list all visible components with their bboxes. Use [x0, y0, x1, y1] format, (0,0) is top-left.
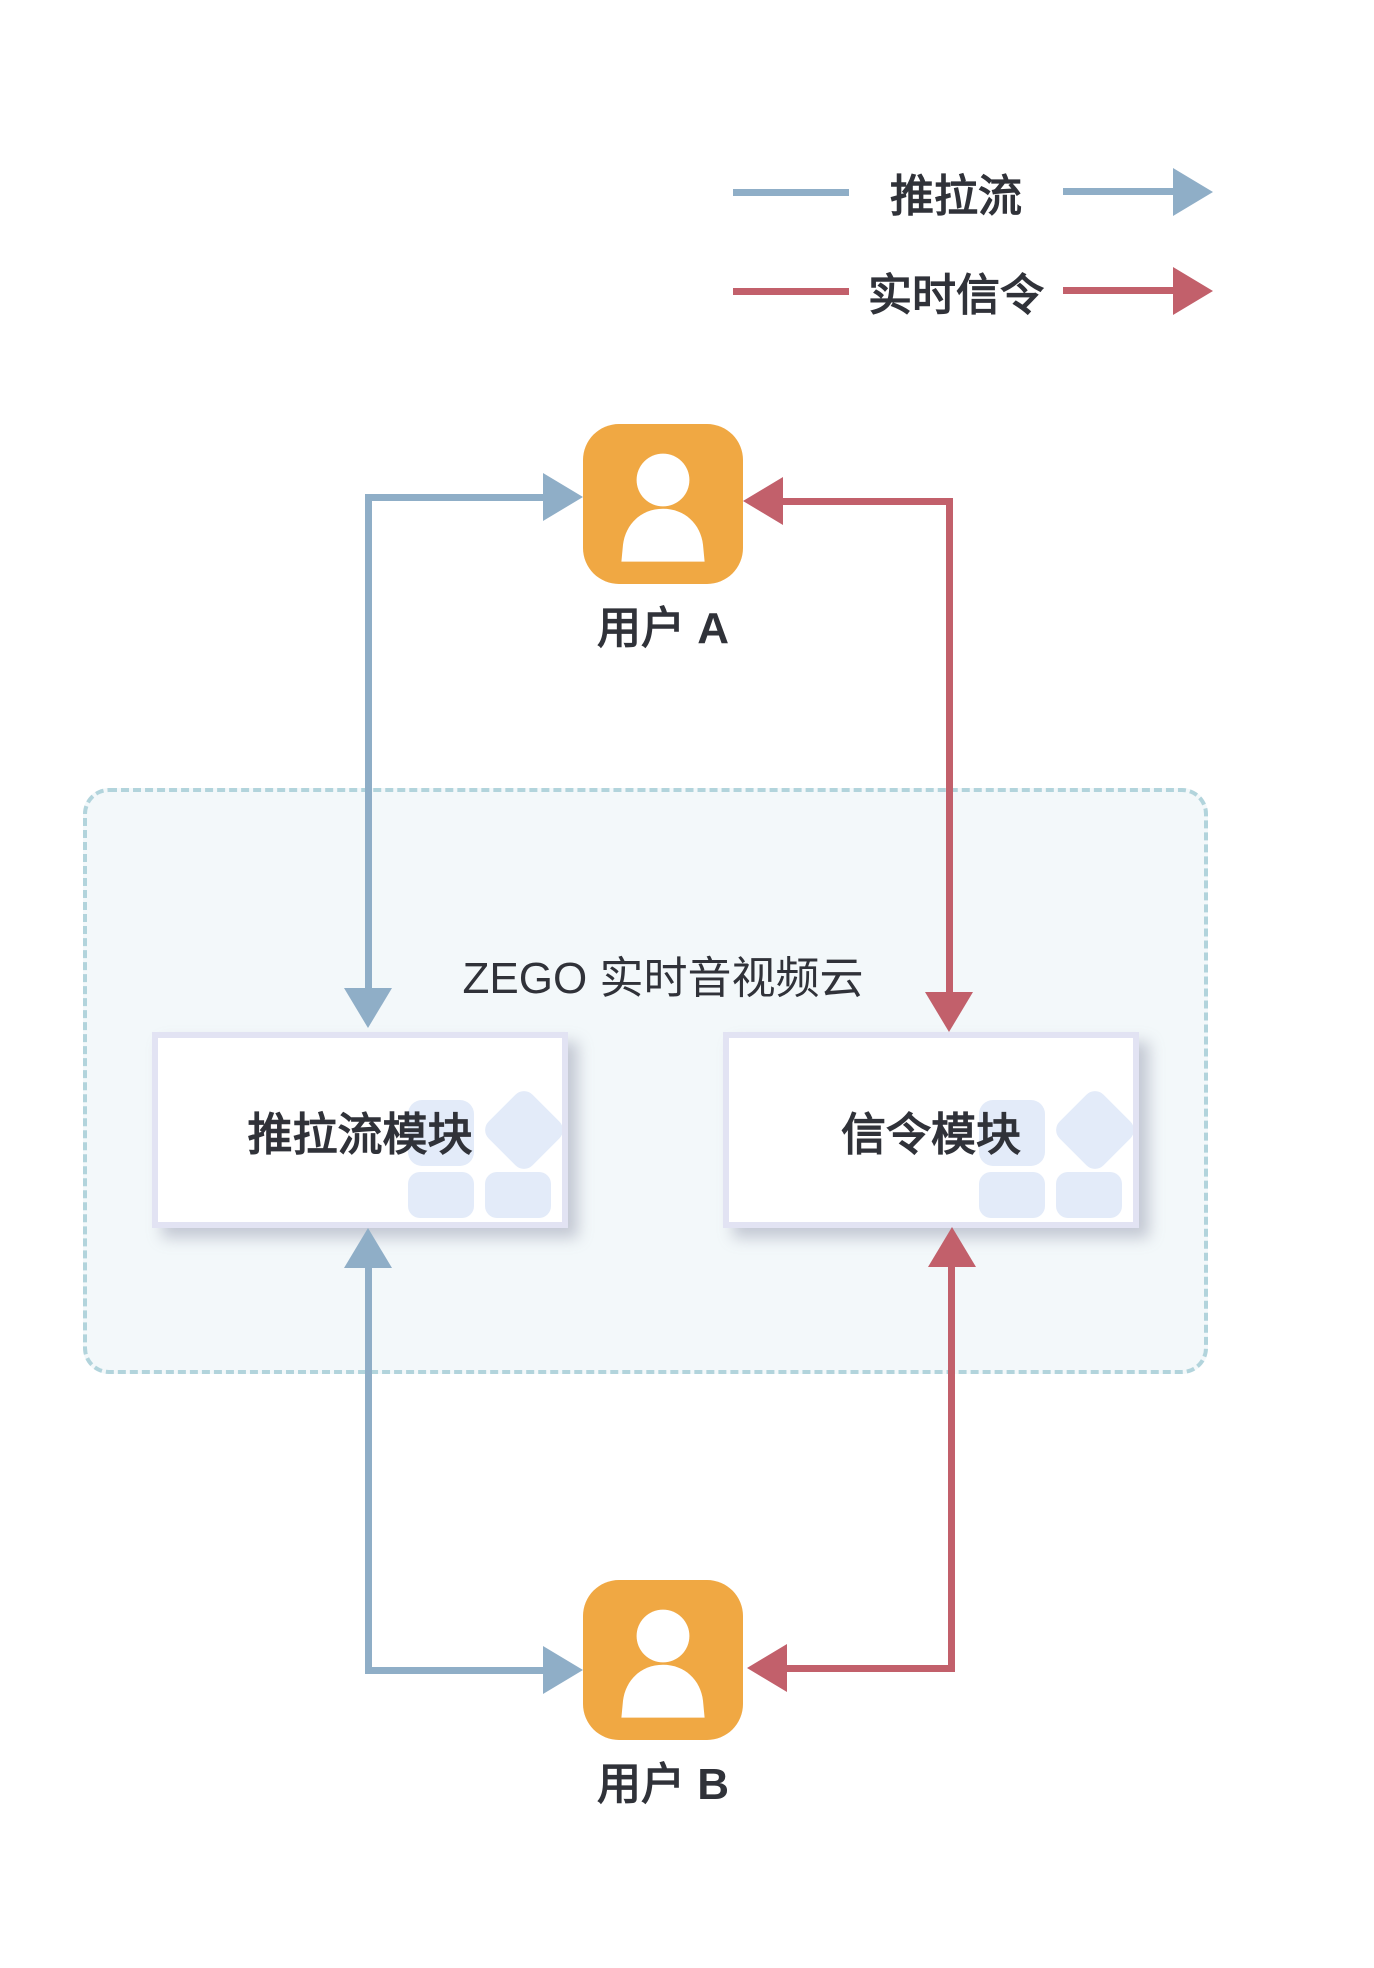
signal-arrowhead-into-user-b	[747, 1644, 787, 1692]
person-icon	[621, 1609, 705, 1718]
stream-line-sample	[733, 188, 849, 196]
signal-line-sample	[733, 287, 849, 295]
stream-module-label: 推拉流模块	[247, 1108, 473, 1160]
legend-item-signal: 实时信令	[733, 263, 1213, 320]
decoration-diamond	[1051, 1086, 1133, 1174]
legend-label-signal: 实时信令	[868, 271, 1044, 320]
decoration-rect	[979, 1172, 1045, 1218]
decoration-diamond	[480, 1086, 562, 1174]
cloud-title: ZEGO 实时音视频云	[462, 954, 864, 1003]
decoration-rounded-square	[979, 1100, 1045, 1166]
decoration-rect	[408, 1172, 474, 1218]
person-icon	[621, 453, 705, 562]
signal-module-decoration	[729, 1038, 1133, 1222]
signal-arrow-icon	[1063, 267, 1213, 315]
stream-arrow-icon	[1063, 168, 1213, 216]
stream-arrowhead-into-user-a	[543, 473, 583, 521]
stream-connector-b-vertical	[365, 1268, 372, 1674]
stream-arrowhead-icon	[1173, 168, 1213, 216]
signal-module-label: 信令模块	[840, 1108, 1021, 1160]
signal-arrowhead-into-module-bottom	[928, 1227, 976, 1267]
stream-arrowhead-into-module-top	[344, 988, 392, 1028]
signal-arrowhead-into-user-a	[743, 477, 783, 525]
stream-arrowhead-into-user-b	[543, 1646, 583, 1694]
stream-connector-a-horizontal	[365, 494, 543, 501]
signal-arrowhead-icon	[1173, 267, 1213, 315]
legend-label-stream: 推拉流	[890, 172, 1022, 221]
decoration-rounded-square	[408, 1100, 474, 1166]
signal-connector-a-horizontal	[783, 498, 953, 505]
user-a-icon	[583, 424, 743, 584]
decoration-rect	[485, 1172, 551, 1218]
stream-module-box: 推拉流模块	[152, 1032, 568, 1228]
signal-connector-a-vertical	[946, 498, 953, 994]
decoration-rect	[1056, 1172, 1122, 1218]
stream-module-decoration	[158, 1038, 562, 1222]
stream-connector-b-horizontal	[365, 1667, 543, 1674]
user-b-icon	[583, 1580, 743, 1740]
stream-connector-a-vertical	[365, 494, 372, 990]
user-b-label: 用户 B	[597, 1760, 729, 1809]
signal-connector-b-horizontal	[787, 1665, 955, 1672]
signal-arrowhead-into-module-top	[925, 992, 973, 1032]
user-a-label: 用户 A	[597, 604, 729, 653]
signal-module-box: 信令模块	[723, 1032, 1139, 1228]
signal-connector-b-vertical	[948, 1267, 955, 1672]
stream-arrowhead-into-module-bottom	[344, 1228, 392, 1268]
legend-item-stream: 推拉流	[733, 164, 1213, 221]
